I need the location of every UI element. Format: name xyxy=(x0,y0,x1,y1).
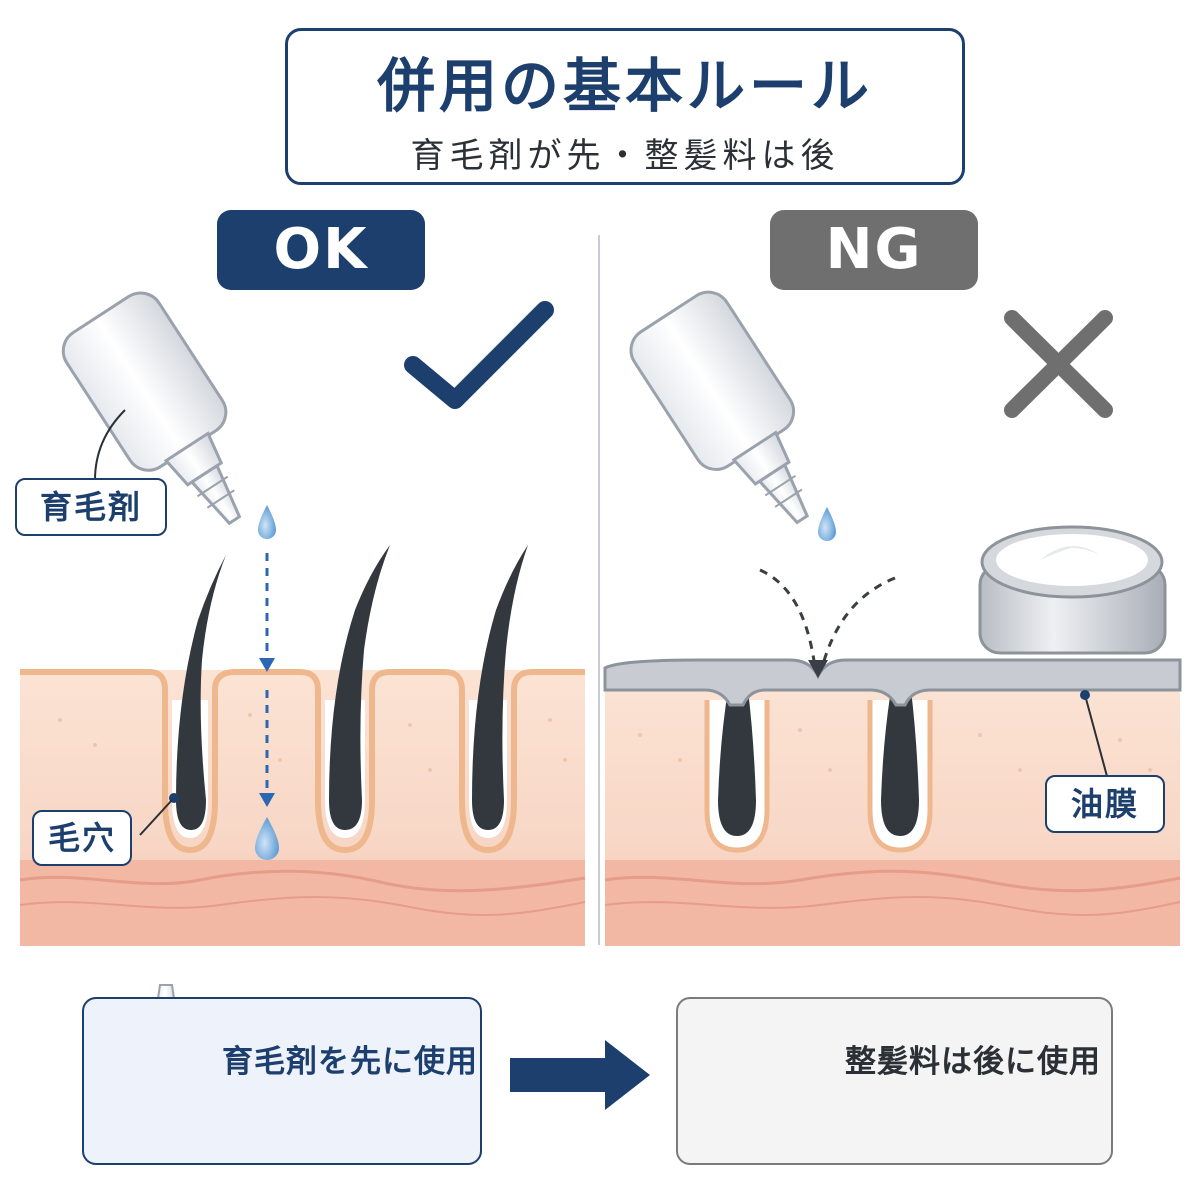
tonic-leader-line xyxy=(94,409,126,481)
bottom-left-text: 育毛剤を先に使用 xyxy=(222,1044,478,1080)
page-subtitle: 育毛剤が先・整髪料は後 xyxy=(410,136,840,176)
drop-icon xyxy=(258,505,276,539)
drop-icon xyxy=(255,817,279,860)
bottom-right-text: 整髪料は後に使用 xyxy=(845,1044,1101,1080)
ok-badge: OK xyxy=(217,210,425,290)
tonic-bottle-icon xyxy=(629,290,810,525)
cross-icon xyxy=(1004,310,1113,418)
label-tonic: 育毛剤 xyxy=(15,478,167,536)
ok-skin xyxy=(19,545,586,946)
drop-icon xyxy=(818,507,836,541)
bounce-arrows xyxy=(759,568,896,669)
styling-jar-icon xyxy=(978,525,1167,655)
bottom-step-second xyxy=(676,997,1113,1165)
oil-film xyxy=(603,658,1182,707)
check-icon xyxy=(404,301,554,409)
page-title: 併用の基本ルール xyxy=(376,52,873,120)
bottom-step-first xyxy=(82,997,482,1165)
arrow-right-icon xyxy=(510,1040,650,1110)
ng-badge: NG xyxy=(770,210,978,290)
title-box: 併用の基本ルール 育毛剤が先・整髪料は後 xyxy=(285,28,965,185)
panel-divider xyxy=(598,235,600,945)
tonic-bottle-icon xyxy=(61,291,242,526)
label-pore: 毛穴 xyxy=(32,810,132,866)
label-oil-film: 油膜 xyxy=(1045,775,1165,833)
